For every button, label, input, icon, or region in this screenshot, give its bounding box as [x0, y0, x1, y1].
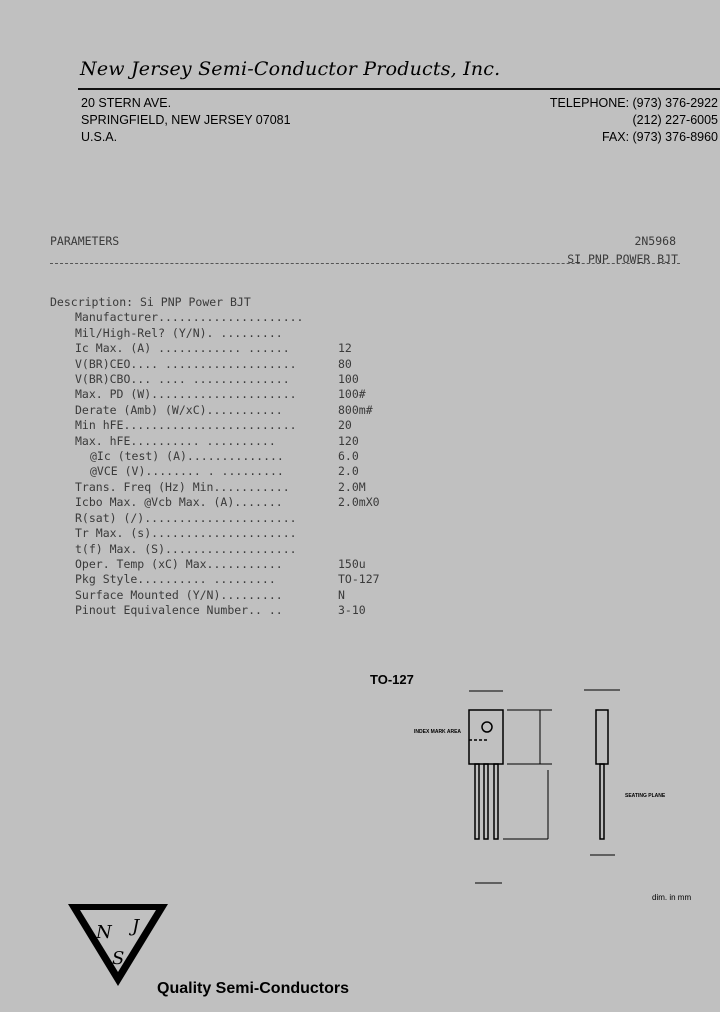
address-line: 20 STERN AVE.	[81, 96, 172, 110]
parameter-row: Mil/High-Rel? (Y/N). .........	[50, 326, 380, 341]
parameter-row: t(f) Max. (S)...................	[50, 542, 380, 557]
address-line: SPRINGFIELD, NEW JERSEY 07081	[81, 113, 291, 127]
parameter-value: 100#	[338, 387, 366, 402]
parameter-value: TO-127	[338, 572, 380, 587]
address-line: U.S.A.	[81, 130, 118, 144]
parameter-row: Trans. Freq (Hz) Min........... 2.0M	[50, 480, 380, 495]
parameter-value: 2.0	[338, 464, 359, 479]
parameter-row: Surface Mounted (Y/N)......... N	[50, 588, 380, 603]
parameter-row: Derate (Amb) (W/xC)........... 800m#	[50, 403, 380, 418]
telephone: TELEPHONE: (973) 376-2922	[549, 96, 718, 110]
parameter-label: Max. hFE.......... ..........	[75, 433, 276, 448]
parameter-value: N	[338, 587, 345, 602]
parameter-row: V(BR)CEO.... ................... 80	[50, 357, 380, 372]
parameter-row: Description: Si PNP Power BJT	[50, 295, 380, 310]
address-block: 20 STERN AVE. SPRINGFIELD, NEW JERSEY 07…	[81, 95, 291, 146]
parameter-label: Tr Max. (s).....................	[75, 526, 297, 541]
parameter-label: V(BR)CBO... .... ..............	[75, 372, 290, 387]
parameter-label: Oper. Temp (xC) Max...........	[75, 556, 283, 571]
parameter-label: Pkg Style.......... .........	[75, 572, 276, 587]
lead	[483, 763, 489, 840]
parameter-row: Max. PD (W)..................... 100#	[50, 387, 380, 402]
parameter-label: Ic Max. (A) ............ ......	[75, 341, 290, 356]
parameter-label: Max. PD (W).....................	[75, 387, 297, 402]
svg-text:J: J	[128, 916, 141, 937]
parameter-row: Min hFE......................... 20	[50, 418, 380, 433]
svg-text:S: S	[112, 948, 124, 969]
parameter-value: 100	[338, 372, 359, 387]
parameter-label: V(BR)CEO.... ...................	[75, 356, 297, 371]
parameter-label: Surface Mounted (Y/N).........	[75, 587, 283, 602]
parameter-row: Ic Max. (A) ............ ...... 12	[50, 341, 380, 356]
parameter-label: Pinout Equivalence Number.. ..	[75, 603, 283, 618]
parameter-value: 800m#	[338, 402, 373, 417]
parameter-label: Derate (Amb) (W/xC)...........	[75, 402, 283, 417]
parameter-label: @VCE (V)........ . .........	[90, 464, 284, 479]
parameter-label: Description: Si PNP Power BJT	[50, 295, 251, 309]
lead-side	[599, 763, 605, 840]
parameter-value: 2.0mX0	[338, 495, 380, 510]
parameter-row: @Ic (test) (A).............. 6.0	[50, 449, 380, 464]
part-subtitle: SI PNP POWER BJT	[567, 252, 678, 266]
parameter-row: @VCE (V)........ . ......... 2.0	[50, 464, 380, 479]
parameter-label: Manufacturer.....................	[75, 310, 304, 325]
parameter-row: Pinout Equivalence Number.. .. 3-10	[50, 603, 380, 618]
part-number: 2N5968	[634, 234, 676, 248]
fax: FAX: (973) 376-8960	[601, 130, 718, 144]
telephone-alt: (212) 227-6005	[632, 113, 718, 127]
header-rule	[78, 88, 720, 90]
parameter-label: Min hFE.........................	[75, 418, 297, 433]
company-name: New Jersey Semi-Conductor Products, Inc.	[80, 58, 501, 80]
parameter-row: Oper. Temp (xC) Max........... 150u	[50, 557, 380, 572]
mounting-hole	[481, 721, 493, 733]
parameter-row: Pkg Style.......... ......... TO-127	[50, 572, 380, 587]
package-body-side	[595, 709, 609, 765]
parameters-heading: PARAMETERS	[50, 234, 120, 248]
parameter-value: 12	[338, 341, 352, 356]
lead	[493, 763, 499, 840]
units-note: dim. in mm	[652, 893, 692, 902]
parameter-value: 6.0	[338, 449, 359, 464]
package-drawing: INDEX MARK AREA SEATING PLANE	[414, 689, 666, 884]
parameter-label: @Ic (test) (A)..............	[90, 449, 284, 464]
parameter-value: 20	[338, 418, 352, 433]
index-mark-label: INDEX MARK AREA	[414, 729, 461, 735]
package-body-front	[468, 709, 504, 765]
parameter-label: Mil/High-Rel? (Y/N). .........	[75, 325, 283, 340]
parameter-label: Trans. Freq (Hz) Min...........	[75, 479, 290, 494]
lead	[474, 763, 480, 840]
package-name: TO-127	[370, 672, 414, 687]
parameter-label: R(sat) (/)......................	[75, 510, 297, 525]
parameter-value: 150u	[338, 556, 366, 571]
parameter-label: t(f) Max. (S)...................	[75, 541, 297, 556]
section-rule	[50, 263, 680, 264]
nsj-logo: N J S	[68, 904, 168, 986]
parameter-value: 3-10	[338, 603, 366, 618]
parameter-value: 80	[338, 356, 352, 371]
parameter-row: Icbo Max. @Vcb Max. (A)....... 2.0mX0	[50, 495, 380, 510]
parameter-value: 120	[338, 433, 359, 448]
seating-plane-label: SEATING PLANE	[625, 793, 666, 799]
parameter-row: Manufacturer.....................	[50, 310, 380, 325]
parameter-row: V(BR)CBO... .... .............. 100	[50, 372, 380, 387]
tagline: Quality Semi-Conductors	[157, 980, 350, 997]
parameter-value: 2.0M	[338, 479, 366, 494]
svg-text:N: N	[95, 922, 113, 943]
parameter-row: Max. hFE.......... .......... 120	[50, 434, 380, 449]
parameter-row: R(sat) (/)......................	[50, 511, 380, 526]
parameter-row: Tr Max. (s).....................	[50, 526, 380, 541]
parameter-label: Icbo Max. @Vcb Max. (A).......	[75, 495, 283, 510]
contact-block: TELEPHONE: (973) 376-2922 (212) 227-6005…	[550, 95, 718, 146]
